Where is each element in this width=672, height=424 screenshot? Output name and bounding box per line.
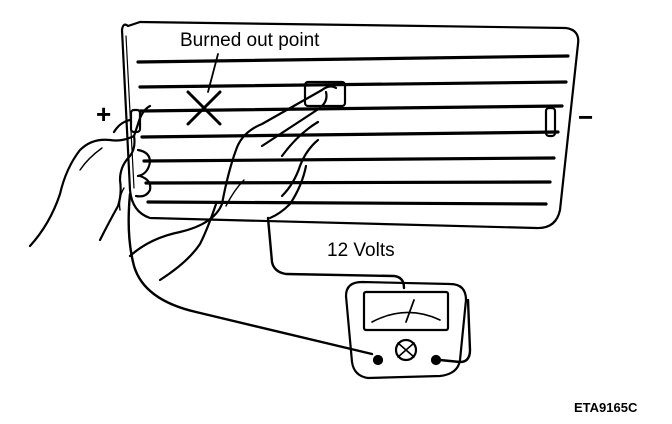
right-bus-bar-terminal — [544, 106, 557, 138]
voltmeter-selector-knob — [394, 338, 418, 362]
burned-out-leader-line — [207, 53, 219, 93]
defogger-grid-lines — [136, 54, 570, 206]
grid-line — [142, 156, 556, 163]
burned-out-point-label: Burned out point — [180, 30, 320, 51]
negative-terminal-label: − — [578, 102, 594, 132]
voltage-label: 12 Volts — [327, 240, 395, 261]
grid-line — [144, 180, 552, 185]
grid-line — [138, 80, 568, 89]
grid-line — [138, 104, 564, 113]
voltmeter-display — [362, 290, 450, 332]
rear-window-glass — [120, 20, 580, 230]
test-probe-pad — [303, 80, 347, 108]
right-hand — [128, 85, 338, 282]
left-hand — [28, 104, 152, 248]
voltmeter — [344, 280, 468, 380]
voltmeter-terminal-negative — [372, 354, 384, 366]
positive-terminal-label: + — [96, 99, 112, 129]
grid-line — [146, 200, 548, 206]
figure-code: ETA9165C — [574, 400, 638, 415]
voltmeter-terminal-positive — [430, 354, 442, 366]
grid-line — [140, 130, 560, 139]
grid-line — [136, 54, 570, 64]
burned-out-x-mark — [186, 90, 222, 126]
